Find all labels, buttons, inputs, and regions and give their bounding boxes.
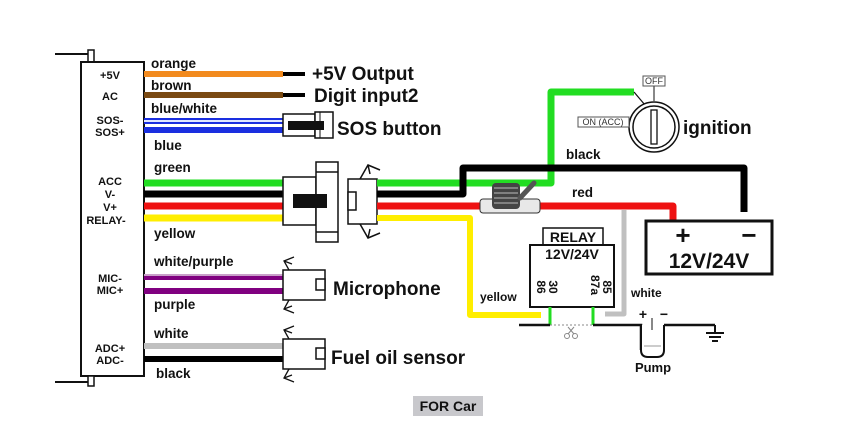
wire-label-black-battery: black	[566, 147, 601, 162]
scissors-icon	[564, 326, 578, 339]
caption: FOR Car	[420, 398, 477, 414]
wire-label-black: black	[156, 366, 191, 381]
wire-label-yellow: yellow	[154, 226, 196, 241]
ignition-off-label: OFF	[645, 76, 663, 86]
pin-label: SOS-	[97, 115, 124, 127]
pump-plus-sign: +	[639, 306, 647, 322]
wire-label-purple: purple	[154, 297, 196, 312]
wire-label-red: red	[572, 185, 593, 200]
label-sos-button: SOS button	[337, 119, 441, 140]
power-connector[interactable]	[282, 161, 381, 243]
label-ignition: ignition	[683, 118, 752, 139]
pin-label: AC	[102, 91, 118, 103]
sos-button-connector[interactable]	[282, 111, 334, 139]
pump	[640, 318, 665, 358]
tracker-module	[55, 49, 145, 387]
wire-yellow-relay	[377, 215, 541, 318]
ignition-switch[interactable]	[577, 75, 680, 153]
pin-label: ACC	[98, 176, 122, 188]
relay-title: RELAY	[550, 229, 597, 245]
pin-label: RELAY-	[86, 215, 126, 227]
relay-voltage: 12V/24V	[545, 246, 599, 262]
caption-background	[413, 396, 483, 416]
wire-label-white: white	[153, 326, 189, 341]
label-fuel-sensor: Fuel oil sensor	[331, 348, 466, 369]
pin-label: MIC-	[98, 273, 122, 285]
relay-pin-86: 86	[534, 280, 548, 294]
microphone-connector[interactable]	[282, 256, 326, 314]
battery-minus-sign: −	[741, 220, 756, 250]
fuse-holder	[479, 180, 541, 214]
label-pump: Pump	[635, 360, 671, 375]
wire-label-white-purple: white/purple	[153, 254, 234, 269]
battery-plus-sign: +	[675, 220, 690, 250]
relay-pin-85: 85	[600, 280, 614, 294]
ground-icon	[706, 332, 724, 342]
relay	[529, 227, 615, 308]
pin-label: SOS+	[95, 127, 125, 139]
pin-label: V+	[103, 202, 117, 214]
label-5v-output: +5V Output	[312, 64, 415, 85]
ignition-on-label: ON (ACC)	[583, 117, 624, 127]
relay-pin-30: 30	[546, 280, 560, 294]
pump-minus-sign: −	[660, 306, 668, 322]
label-microphone: Microphone	[333, 279, 441, 300]
wire-label-green: green	[154, 160, 191, 175]
pin-label: V-	[105, 189, 116, 201]
wire-label-brown: brown	[151, 78, 192, 93]
wire-label-orange: orange	[151, 56, 197, 71]
wire-label-blue: blue	[154, 138, 182, 153]
pin-label: +5V	[100, 70, 121, 82]
wire-white-relay	[605, 210, 627, 317]
battery-voltage-label: 12V/24V	[669, 250, 750, 273]
wire-black-battery	[377, 164, 748, 212]
wire-label-yellow-relay: yellow	[480, 290, 517, 304]
relay-pin-87a: 87a	[588, 275, 602, 295]
pin-label: ADC+	[95, 343, 125, 355]
battery	[644, 219, 774, 276]
wire-label-white-relay: white	[630, 286, 662, 300]
wire-label-blue-white: blue/white	[151, 101, 217, 116]
fuel-sensor-connector[interactable]	[282, 325, 326, 383]
pin-label: MIC+	[97, 285, 124, 297]
wire-red-battery	[377, 202, 677, 221]
label-digit-input: Digit input2	[314, 86, 418, 107]
pin-label: ADC-	[96, 355, 124, 367]
